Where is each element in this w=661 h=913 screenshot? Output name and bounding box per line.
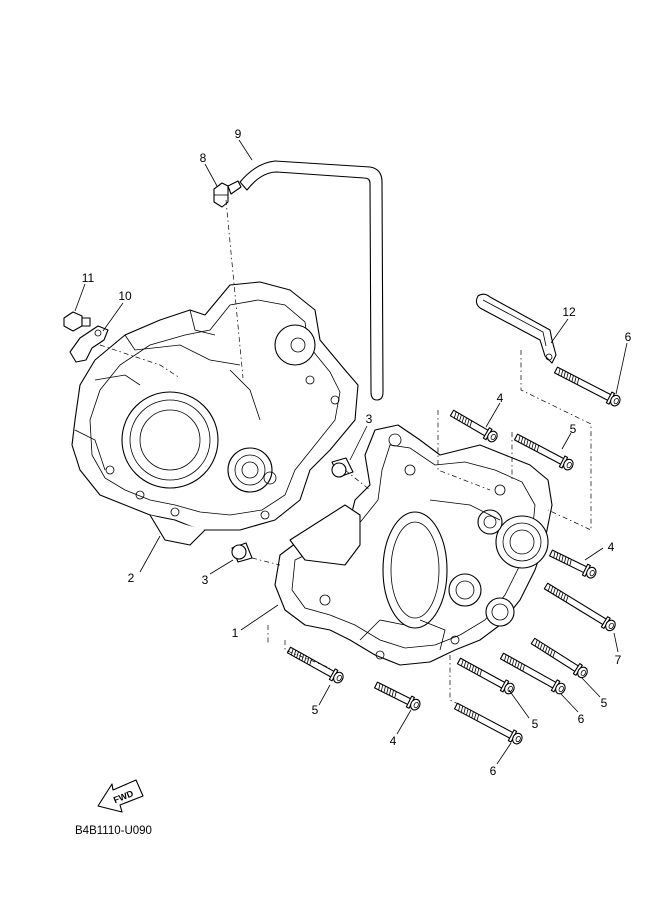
callout-6-mid: 6	[578, 712, 585, 726]
bolt-4-top	[449, 409, 498, 443]
bolt-5-mid	[456, 657, 515, 695]
callout-5-left: 5	[312, 703, 319, 717]
bolt-4-right	[549, 549, 597, 579]
bolt-5-top	[513, 433, 574, 471]
callout-4-right: 4	[608, 540, 615, 554]
callout-11: 11	[82, 271, 95, 285]
bolt-6-bottom	[453, 702, 523, 745]
callout-3-lower: 3	[202, 573, 209, 587]
dowel-pin-lower	[231, 542, 253, 563]
leader-lines	[74, 139, 628, 765]
hex-bolt-11	[63, 311, 91, 332]
drawing-code: B4B1110-U090	[75, 825, 152, 837]
bolt-7	[543, 582, 616, 632]
bolt-5-left	[286, 646, 344, 684]
callout-12: 12	[562, 305, 576, 319]
dowel-pin-upper	[331, 457, 354, 478]
callout-5-mid: 5	[532, 717, 539, 731]
callout-7: 7	[615, 653, 622, 667]
callout-6-top: 6	[625, 330, 632, 344]
hose-bracket	[475, 293, 557, 364]
vent-hose	[239, 160, 384, 401]
bolt-6-mid	[499, 652, 566, 695]
callout-5-top: 5	[570, 422, 577, 436]
alignment-lines	[99, 199, 592, 706]
callout-9: 9	[235, 127, 242, 141]
crankcase-left-half	[71, 281, 359, 546]
plate-10	[69, 325, 109, 363]
callout-4-bottom: 4	[390, 734, 397, 748]
callout-1: 1	[232, 626, 239, 640]
bolt-5-right	[530, 637, 588, 679]
crankcase-right-half	[274, 424, 553, 666]
callout-labels: 1 2 3 3 4 4 4 5 5 5 5 6 6 6 7 8 9 10 11 …	[82, 127, 632, 778]
bolt-group	[286, 366, 621, 745]
bolt-4-bottom	[374, 681, 421, 711]
callout-10: 10	[118, 289, 132, 303]
nipple-fitting	[213, 180, 242, 208]
callout-4-top: 4	[497, 391, 504, 405]
callout-8: 8	[200, 151, 207, 165]
bolt-6-top	[553, 366, 621, 407]
callout-5-right: 5	[601, 696, 608, 710]
fwd-arrow: FWD	[97, 779, 144, 813]
callout-6-bottom: 6	[490, 764, 497, 778]
callout-2: 2	[128, 571, 135, 585]
callout-3-upper: 3	[366, 412, 373, 426]
